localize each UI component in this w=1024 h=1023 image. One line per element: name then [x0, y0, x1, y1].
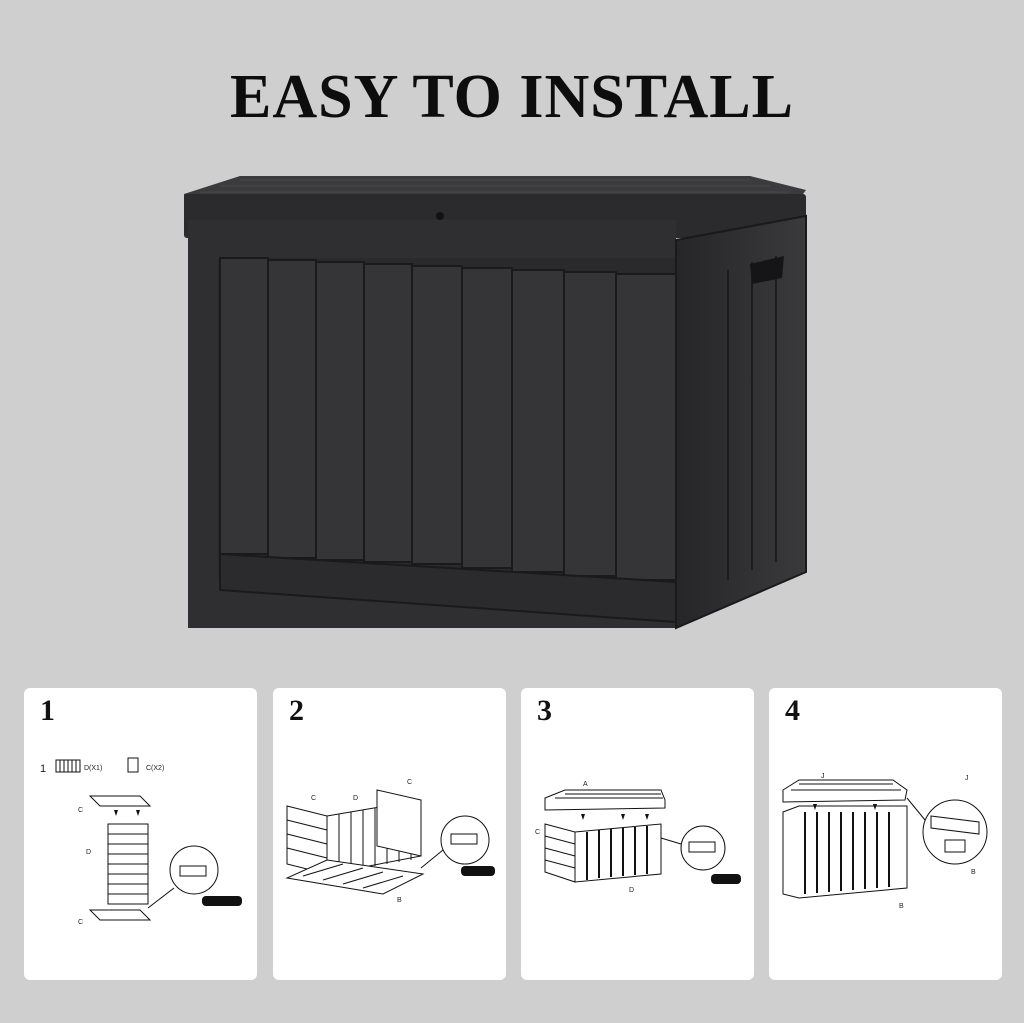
arrow-down-icon	[813, 804, 877, 810]
step-number: 3	[537, 694, 552, 727]
step-number: 2	[289, 694, 304, 727]
step-number: 1	[40, 694, 55, 727]
zoom-callout-icon	[922, 799, 988, 865]
label-c: C	[535, 829, 540, 836]
step-card-2: 2 C D C B	[273, 688, 506, 980]
lid-panel	[782, 779, 908, 803]
side-panel-bottom	[88, 909, 152, 921]
step-2-diagram: C D C B	[285, 779, 495, 904]
side-panel	[544, 823, 576, 883]
step-card-1: 1 1 D(X1) C(X2) C D C	[24, 688, 257, 980]
storage-box-image	[184, 176, 807, 630]
part-c-label: C(X2)	[146, 765, 164, 772]
label-j-callout: J	[965, 775, 969, 782]
label-j-lid: J	[821, 773, 825, 780]
step-4-diagram: J B J B	[782, 773, 988, 910]
side-panel-icon	[127, 757, 139, 773]
arrow-down-icon	[581, 814, 649, 820]
step-number: 4	[785, 694, 800, 727]
base-panel	[285, 859, 425, 895]
step-card-3: 3 A C D	[521, 688, 754, 980]
label-c-left: C	[311, 795, 316, 802]
lid-panel	[544, 789, 666, 811]
page-title: EASY TO INSTALL	[229, 63, 795, 131]
label-d: D	[629, 887, 634, 894]
label-c-top: C	[78, 807, 83, 814]
wall-panel	[574, 823, 662, 883]
step-3-diagram: A C D	[535, 781, 741, 894]
install-steps: 1 1 D(X1) C(X2) C D C 2	[24, 688, 1002, 982]
label-b: B	[397, 897, 402, 904]
step-1-diagram: 1 D(X1) C(X2) C D C	[40, 757, 242, 926]
zoom-callout-icon	[680, 825, 726, 871]
zoom-callout-icon	[440, 815, 490, 865]
label-c-bottom: C	[78, 919, 83, 926]
label-b-box: B	[899, 903, 904, 910]
parts-index: 1	[40, 763, 46, 775]
step-card-4: 4 J B J B	[769, 688, 1002, 980]
part-d-label: D(X1)	[84, 765, 102, 772]
label-d: D	[353, 795, 358, 802]
side-panel-top	[88, 795, 152, 807]
side-panel-right	[376, 789, 422, 857]
label-c-right: C	[407, 779, 412, 786]
arrow-down-icon	[114, 810, 140, 816]
label-a: A	[583, 781, 588, 788]
label-d: D	[86, 849, 91, 856]
zoom-callout-icon	[169, 845, 219, 895]
label-b-callout: B	[971, 869, 976, 876]
